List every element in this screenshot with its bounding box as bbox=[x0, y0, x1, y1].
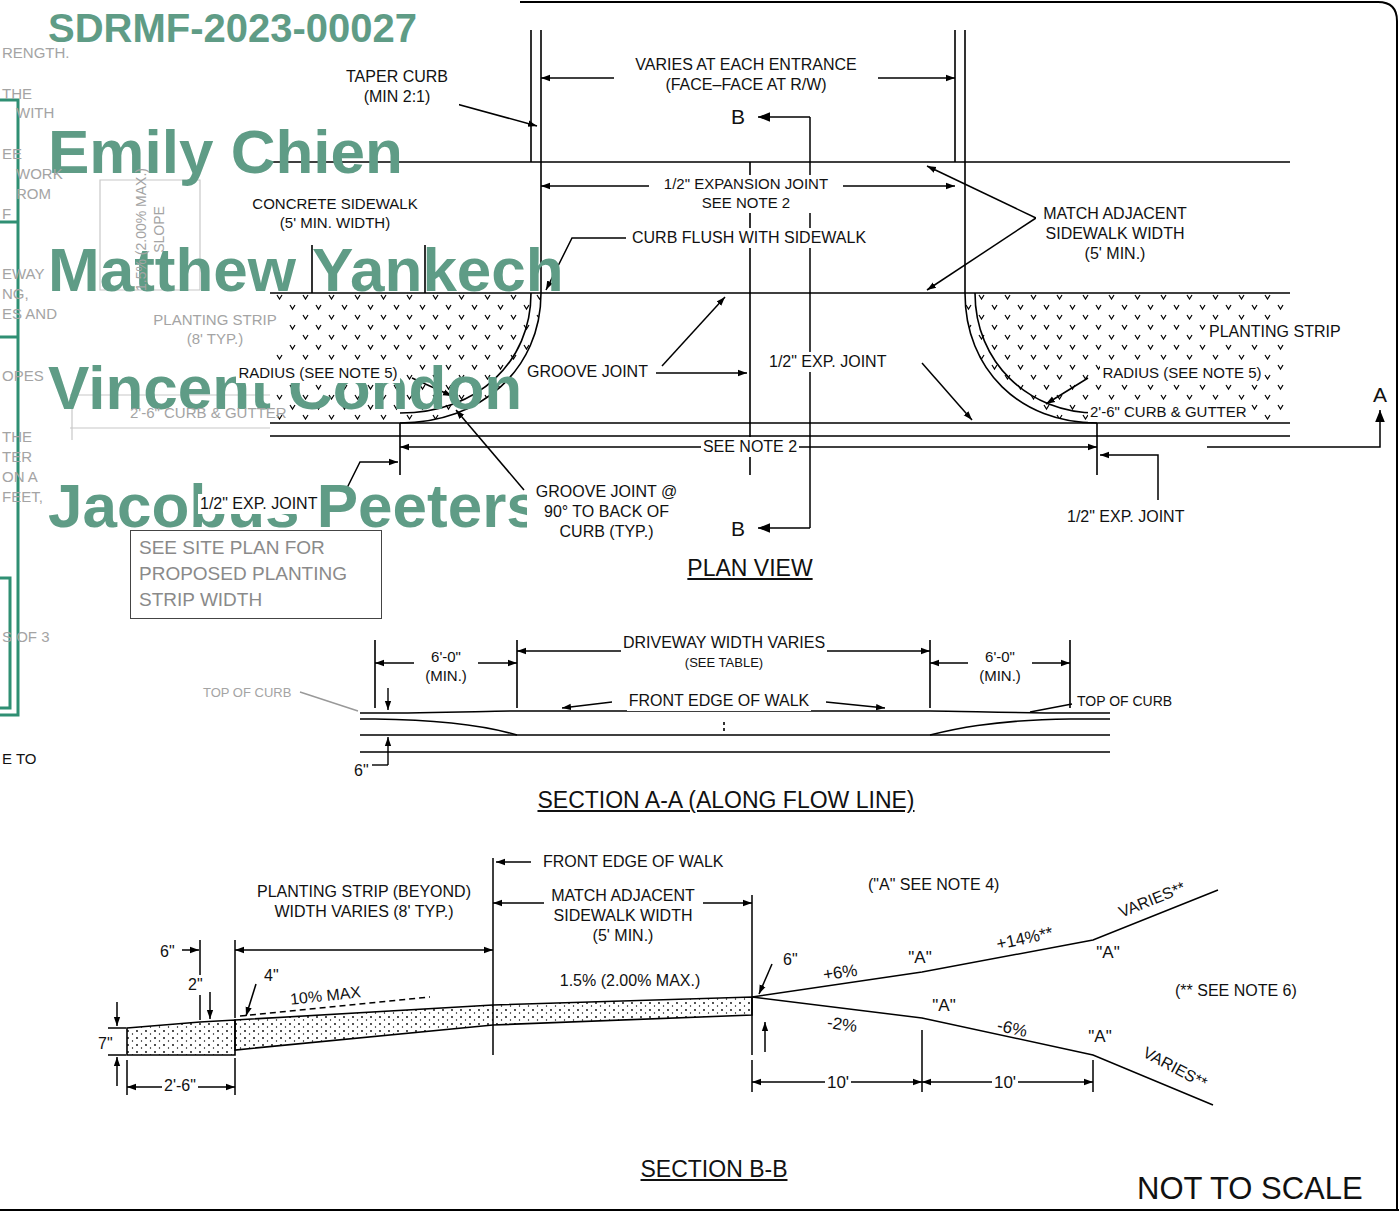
section-marker: A bbox=[1373, 382, 1387, 408]
fragment-text: ON A bbox=[2, 468, 38, 487]
fragment-text: WORK bbox=[16, 165, 63, 184]
fragment-text: S OF 3 bbox=[2, 628, 50, 647]
dimension-label: PLANTING STRIP (BEYOND) WIDTH VARIES (8'… bbox=[237, 882, 491, 922]
slope-label: -2% bbox=[826, 1012, 859, 1037]
dimension-label: SEE NOTE 2 bbox=[701, 437, 799, 457]
slope-label: -6% bbox=[995, 1015, 1029, 1043]
dimension-label: VARIES AT EACH ENTRANCE (FACE–FACE AT R/… bbox=[614, 55, 878, 95]
slope-note: 1.5% (2.00% MAX.) SLOPE bbox=[133, 160, 168, 300]
slope-label: 1.5% (2.00% MAX.) bbox=[558, 971, 703, 991]
callout-label: GROOVE JOINT @ 90° TO BACK OF CURB (TYP.… bbox=[527, 482, 686, 542]
view-title: SECTION A-A (ALONG FLOW LINE) bbox=[537, 786, 914, 815]
fragment-text: EWAY bbox=[2, 265, 45, 284]
callout-label: PLANTING STRIP bbox=[1207, 322, 1343, 342]
section-marker: B bbox=[731, 104, 745, 130]
dimension-label: 6" bbox=[781, 950, 800, 970]
watermark: Emily Chien bbox=[48, 118, 403, 186]
callout-label: FRONT EDGE OF WALK bbox=[627, 691, 811, 711]
fragment-text: EE bbox=[2, 145, 22, 164]
note-box: SEE SITE PLAN FOR PROPOSED PLANTING STRI… bbox=[130, 530, 382, 619]
dimension-label: DRIVEWAY WIDTH VARIES bbox=[621, 633, 827, 653]
fragment-text: THE bbox=[2, 85, 32, 104]
callout-label: 1/2" EXP. JOINT bbox=[767, 352, 888, 372]
grade-break-label: "A" bbox=[1096, 942, 1119, 963]
scale-note: NOT TO SCALE bbox=[1137, 1170, 1363, 1209]
watermark: SDRMF-2023-00027 bbox=[48, 6, 417, 50]
callout-label: TOP OF CURB bbox=[1075, 693, 1174, 711]
watermark: Matthew Yankech bbox=[48, 236, 564, 304]
dimension-label: 6" bbox=[352, 761, 371, 781]
callout-label: TAPER CURB (MIN 2:1) bbox=[335, 67, 459, 107]
callout-label: FRONT EDGE OF WALK bbox=[541, 852, 725, 872]
dimension-label: 6'-0" (MIN.) bbox=[414, 648, 478, 686]
callout-label: 1/2" EXPANSION JOINT SEE NOTE 2 bbox=[649, 175, 843, 213]
callout-label: 2'-6" CURB & GUTTER bbox=[130, 404, 287, 423]
callout-label: CURB FLUSH WITH SIDEWALK bbox=[630, 228, 868, 248]
callout-label: PLANTING STRIP (8' TYP.) bbox=[143, 311, 287, 349]
dimension-label: (SEE TABLE) bbox=[683, 655, 765, 671]
callout-label: 1/2" EXP. JOINT bbox=[1065, 507, 1186, 527]
callout-label: GROOVE JOINT bbox=[525, 362, 650, 382]
fragment-text: OPES bbox=[2, 367, 44, 386]
dimension-label: 10' bbox=[992, 1072, 1018, 1093]
slope-label: +14%** bbox=[995, 922, 1055, 955]
dimension-label: 10' bbox=[825, 1072, 851, 1093]
callout-label: MATCH ADJACENT SIDEWALK WIDTH (5' MIN.) bbox=[1036, 204, 1195, 264]
dimension-label: 6'-0" (MIN.) bbox=[968, 648, 1032, 686]
fragment-text: WITH bbox=[16, 104, 54, 123]
callout-label: 1/2" EXP. JOINT bbox=[198, 494, 319, 514]
dimension-label: 6" bbox=[158, 942, 177, 962]
grade-break-label: "A" bbox=[1088, 1026, 1111, 1047]
fragment-text: F bbox=[2, 205, 11, 224]
dimension-label: 2" bbox=[186, 975, 205, 995]
fragment-text: ROM bbox=[16, 185, 51, 204]
fragment-text: ES AND bbox=[2, 305, 57, 324]
fragment-text: E TO bbox=[2, 750, 36, 769]
fragment-text: NG, bbox=[2, 285, 29, 304]
fragment-text: RENGTH. bbox=[2, 44, 70, 63]
dimension-label: 7" bbox=[96, 1034, 115, 1054]
callout-label: RADIUS (SEE NOTE 5) bbox=[1100, 364, 1263, 383]
callout-label: CONCRETE SIDEWALK (5' MIN. WIDTH) bbox=[243, 195, 427, 233]
view-title: SECTION B-B bbox=[641, 1155, 788, 1184]
note-text: SEE SITE PLAN FOR PROPOSED PLANTING STRI… bbox=[139, 535, 373, 613]
section-marker: B bbox=[731, 516, 745, 542]
dimension-label: 2'-6" bbox=[162, 1076, 198, 1096]
dimension-label: MATCH ADJACENT SIDEWALK WIDTH (5' MIN.) bbox=[544, 886, 703, 946]
fragment-text: THE bbox=[2, 428, 32, 447]
callout-label: ("A" SEE NOTE 4) bbox=[866, 875, 1001, 895]
fragment-text: FEET, bbox=[2, 488, 43, 507]
grade-break-label: "A" bbox=[932, 995, 955, 1016]
dimension-label: 4" bbox=[262, 966, 281, 986]
view-title: PLAN VIEW bbox=[687, 554, 812, 583]
fragment-text: TER bbox=[2, 448, 32, 467]
callout-label: 2'-6" CURB & GUTTER bbox=[1088, 403, 1249, 422]
grade-break-label: "A" bbox=[908, 947, 931, 968]
callout-label: TOP OF CURB bbox=[203, 685, 291, 701]
callout-label: RADIUS (SEE NOTE 5) bbox=[236, 364, 399, 383]
slope-label: VARIES** bbox=[1139, 1043, 1210, 1094]
callout-label: (** SEE NOTE 6) bbox=[1173, 981, 1299, 1001]
